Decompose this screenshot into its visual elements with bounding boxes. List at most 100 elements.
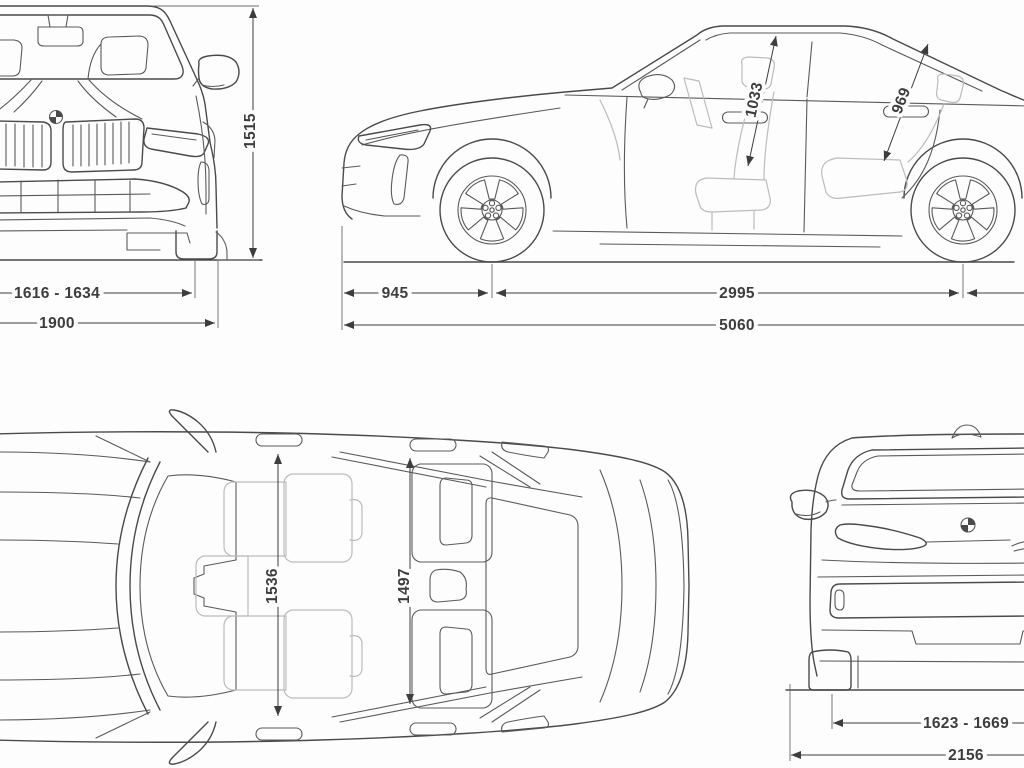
parcel-shelf-line xyxy=(841,502,1024,506)
rear-interior-height-line xyxy=(883,43,929,162)
rear-bumper-lower-lip xyxy=(821,629,1024,645)
b-pillar-lower-seam xyxy=(803,98,808,233)
rear-window-inner xyxy=(851,453,1024,492)
hood-crease-lines xyxy=(0,79,143,120)
front-wheel xyxy=(175,230,218,260)
side-extension-lines xyxy=(341,226,964,330)
side-body-silhouette xyxy=(341,25,1024,220)
headlight-front-detail xyxy=(151,133,197,141)
top-interior-ghost xyxy=(195,473,363,699)
side-view-dimensions: 1033 969 945 2995 5060 xyxy=(341,35,1024,338)
kidney-grille-left-slats xyxy=(5,123,43,168)
rearview-mirror xyxy=(37,14,84,47)
top-view-dimensions: 1536 1497 xyxy=(260,454,417,716)
front-door-seam xyxy=(623,96,628,229)
windshield-glass-with-mirror-notch xyxy=(139,474,237,698)
taillight-left xyxy=(834,523,927,551)
rear-window-top-view xyxy=(485,497,579,675)
top-rear-edge-inner xyxy=(667,479,685,695)
rear-wheel-side xyxy=(910,157,1016,263)
rear-center-headrest-top-view xyxy=(429,568,467,603)
height-extension-line xyxy=(152,5,259,261)
dashboard-ghost xyxy=(599,99,621,161)
side-mirror xyxy=(638,74,676,109)
side-interior-ghost xyxy=(599,56,965,231)
c-pillars-top-view xyxy=(479,451,541,723)
rear-reflector xyxy=(834,589,845,611)
front-view: 1515 1616 - 1634 1900 xyxy=(0,5,263,336)
kidney-grille-right-slats xyxy=(72,121,130,167)
front-interior-height-line xyxy=(746,35,778,167)
front-headrest-left xyxy=(0,39,23,77)
rear-bumper-band xyxy=(829,581,1024,619)
seatbelt-pillar-ghost xyxy=(683,77,713,129)
mirror-top-upper xyxy=(168,409,217,453)
front-seat-ghost xyxy=(694,56,775,231)
top-body-outline xyxy=(0,431,690,743)
quarter-windows-top-view xyxy=(501,441,550,733)
top-view: 1536 1497 xyxy=(0,409,690,765)
front-bumper-details xyxy=(341,154,421,217)
rear-body-silhouette xyxy=(809,433,1024,677)
bumper-lines xyxy=(0,217,191,251)
side-mirror-front-view-detail xyxy=(192,77,225,88)
rear-wheel-left xyxy=(808,649,852,691)
hood-crease-side xyxy=(361,107,561,146)
taillight-right-partial xyxy=(1011,541,1024,552)
bmw-roundel-front xyxy=(48,109,64,125)
front-fender-flare xyxy=(215,231,228,261)
rear-view-dimensions: 1623 - 1669 2156 xyxy=(789,684,1024,768)
bmw-roundel-rear xyxy=(960,517,976,533)
front-wheel-arch xyxy=(432,138,552,199)
front-wheel-side xyxy=(439,157,545,263)
rear-bumper-bottom xyxy=(819,660,1024,663)
b-pillar xyxy=(806,41,813,98)
roof-side-rails xyxy=(331,451,583,723)
center-console-ghost xyxy=(195,555,249,617)
rear-bumper-top xyxy=(817,574,1024,578)
mirror-width-label: 2156 xyxy=(948,747,984,764)
overall-length-label: 5060 xyxy=(719,317,755,334)
front-windshield xyxy=(0,14,184,80)
windshield-band xyxy=(115,457,161,715)
trunk-lines-top-view xyxy=(599,469,657,703)
rear-track-label: 1623 - 1669 xyxy=(923,715,1009,732)
side-mirror-front-view xyxy=(197,54,240,90)
kidney-grille-right xyxy=(62,118,145,173)
rear-interior-width-label: 1497 xyxy=(396,568,413,604)
side-view: 1033 969 945 2995 5060 xyxy=(341,25,1024,338)
headlight-side xyxy=(357,123,432,151)
mirror-top-lower xyxy=(168,721,217,765)
windshield-line xyxy=(621,39,701,91)
rear-crease-line xyxy=(821,539,1024,564)
fender-edge-right xyxy=(195,95,216,215)
rear-seats-top-view xyxy=(411,463,493,709)
rear-mirror-left xyxy=(789,489,829,521)
front-overhang-label: 945 xyxy=(382,285,409,302)
rear-wheel-arch xyxy=(903,138,1023,199)
side-beltline xyxy=(564,94,1024,107)
door-handles-top-view xyxy=(255,433,457,741)
rear-door-seam xyxy=(901,109,941,199)
rear-seat-ghost xyxy=(821,73,965,199)
overall-height-label: 1515 xyxy=(242,113,259,149)
front-corner-vent xyxy=(197,161,210,205)
antenna-fin xyxy=(951,424,982,439)
rocker-panel xyxy=(552,230,903,248)
front-headrest-right xyxy=(87,35,149,80)
wheelbase-label: 2995 xyxy=(719,285,755,302)
lower-air-intake-grid xyxy=(0,179,151,213)
headlight-side-detail xyxy=(365,129,419,141)
rear-view: 1623 - 1669 2156 xyxy=(785,424,1024,768)
rear-mirror-left-detail xyxy=(795,499,837,517)
rear-window xyxy=(840,447,1024,500)
front-body-silhouette xyxy=(0,5,218,229)
overall-width-label: 1900 xyxy=(39,315,75,332)
front-seats-ghost-top xyxy=(223,473,363,699)
headlight-front xyxy=(143,127,210,158)
front-track-label: 1616 - 1634 xyxy=(14,285,100,302)
front-view-dimensions: 1515 1616 - 1634 1900 xyxy=(0,5,263,336)
a-pillar-top-view xyxy=(95,435,151,739)
